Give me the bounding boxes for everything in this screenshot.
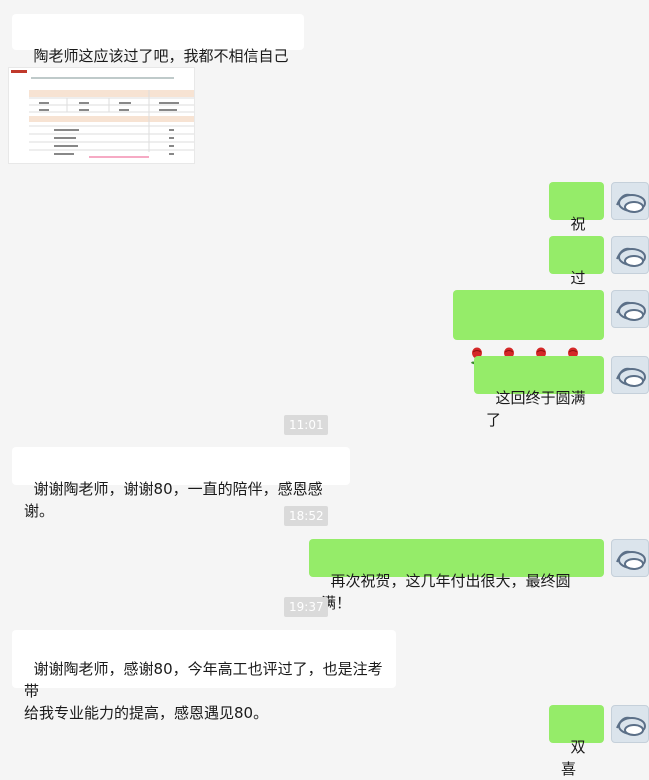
- message-text: 再次祝贺，这几年付出很大，最终圆满！: [321, 572, 571, 612]
- timestamp: 11:01: [284, 415, 328, 435]
- message-bubble-sent[interactable]: 过了: [549, 236, 604, 309]
- user-avatar[interactable]: [611, 236, 649, 274]
- message-text: 双喜: [561, 738, 586, 778]
- user-avatar[interactable]: [611, 290, 649, 328]
- message-bubble-received[interactable]: 谢谢陶老师，感谢80，今年高工也评过了，也是注考带 给我专业能力的提高，感恩遇见…: [12, 630, 396, 722]
- message-bubble-sent-emoji[interactable]: [453, 290, 604, 370]
- message-text: 谢谢陶老师，感谢80，今年高工也评过了，也是注考带 给我专业能力的提高，感恩遇见…: [24, 660, 383, 722]
- avatar-icon: [616, 550, 646, 570]
- avatar-icon: [616, 247, 646, 267]
- message-bubble-sent[interactable]: 双喜: [549, 705, 604, 778]
- message-bubble-sent[interactable]: 这回终于圆满了: [474, 356, 604, 429]
- avatar-icon: [616, 301, 646, 321]
- score-report-thumbnail: [9, 68, 194, 163]
- avatar-icon: [616, 716, 646, 736]
- avatar-icon: [616, 193, 646, 213]
- message-bubble-received[interactable]: 谢谢陶老师，谢谢80，一直的陪伴，感恩感谢。: [12, 447, 350, 520]
- image-message-score-report[interactable]: [8, 67, 195, 164]
- user-avatar[interactable]: [611, 705, 649, 743]
- message-text: 谢谢陶老师，谢谢80，一直的陪伴，感恩感谢。: [24, 480, 323, 520]
- user-avatar[interactable]: [611, 356, 649, 394]
- avatar-icon: [616, 367, 646, 387]
- user-avatar[interactable]: [611, 182, 649, 220]
- message-bubble-received[interactable]: 陶老师这应该过了吧，我都不相信自己了: [12, 14, 304, 87]
- message-text: 这回终于圆满了: [486, 389, 586, 429]
- timestamp: 18:52: [284, 506, 328, 526]
- user-avatar[interactable]: [611, 539, 649, 577]
- message-bubble-sent[interactable]: 再次祝贺，这几年付出很大，最终圆满！: [309, 539, 604, 612]
- message-bubble-sent[interactable]: 祝贺: [549, 182, 604, 255]
- timestamp: 19:37: [284, 597, 328, 617]
